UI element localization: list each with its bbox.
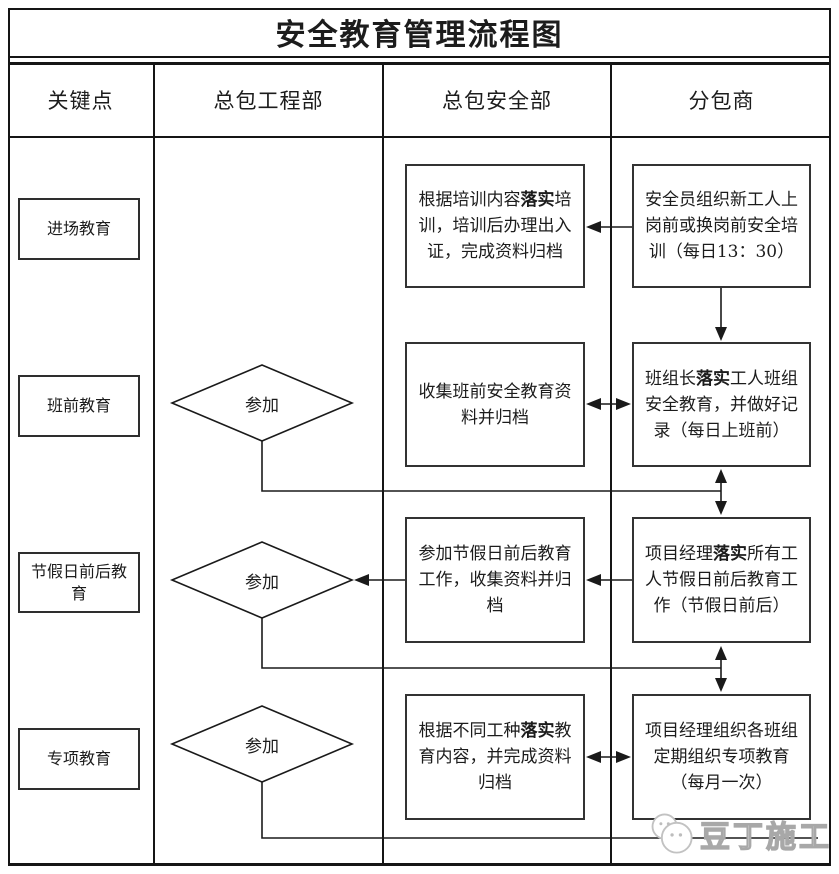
keypoint-box-entry-education: 进场教育 [18,198,140,260]
title-separator-line [8,62,831,65]
watermark-text: 豆丁施工 [699,819,832,855]
lane-header-gc-safety: 总包安全部 [442,89,552,113]
process-text: 收集班前安全教育资料并归档 [418,381,572,428]
process-box-sub-row3: 项目经理落实所有工人节假日前后教育工作（节假日前后） [632,517,811,643]
decision-label-row3: 参加 [245,572,279,593]
decision-label-row2: 参加 [245,395,279,416]
process-box-sub-row1: 安全员组织新工人上岗前或换岗前安全培训（每日13：30） [632,164,811,288]
process-text: 根据培训内容 [418,190,521,210]
chart-outer-border [8,8,831,866]
process-box-safety-row4: 根据不同工种落实教育内容，并完成资料归档 [405,694,585,820]
keypoint-box-holiday-education: 节假日前后教育 [18,552,140,613]
process-text-bold: 落实 [713,544,747,564]
lane-header-gc-engineering: 总包工程部 [213,89,324,113]
process-text: 安全员组织新工人上岗前或换岗前安全培训（每日13：30） [645,190,798,262]
lane-divider-2 [382,62,384,866]
process-box-safety-row3: 参加节假日前后教育工作，收集资料并归档 [405,517,585,643]
watermark: 豆丁施工 [646,806,832,862]
page-title: 安全教育管理流程图 [8,8,831,58]
lane-header-keypoints: 关键点 [47,89,114,113]
process-text-bold: 落实 [696,368,730,389]
process-text: 培训，培训后办理出入证，完成资料归档 [418,190,572,262]
process-text-bold: 落实 [520,190,555,210]
keypoint-box-preshift-education: 班前教育 [18,375,140,437]
process-box-safety-row1: 根据培训内容落实培训，培训后办理出入证，完成资料归档 [405,164,585,288]
process-text: 项目经理组织各班组定期组织专项教育（每月一次） [645,721,798,793]
lane-header-subcontractor: 分包商 [688,89,755,113]
lane-divider-1 [153,62,155,866]
lane-divider-3 [610,62,612,866]
keypoint-box-special-education: 专项教育 [18,728,140,790]
process-box-sub-row4: 项目经理组织各班组定期组织专项教育（每月一次） [632,694,811,820]
process-text: 项目经理 [645,544,713,564]
process-text: 班组长 [645,368,696,389]
process-box-sub-row2: 班组长落实工人班组安全教育，并做好记录（每日上班前） [632,342,811,467]
decision-label-row4: 参加 [245,736,279,757]
process-text: 所有工人节假日前后教育工作（节假日前后） [645,544,798,616]
douding-chick-icon [651,813,693,854]
process-box-safety-row2: 收集班前安全教育资料并归档 [405,342,585,467]
process-text-bold: 落实 [520,721,555,741]
process-text: 参加节假日前后教育工作，收集资料并归档 [418,544,572,616]
process-text: 根据不同工种 [418,721,521,741]
header-bottom-line [8,136,831,138]
process-text: 工人班组安全教育，并做好记录（每日上班前） [645,368,798,441]
